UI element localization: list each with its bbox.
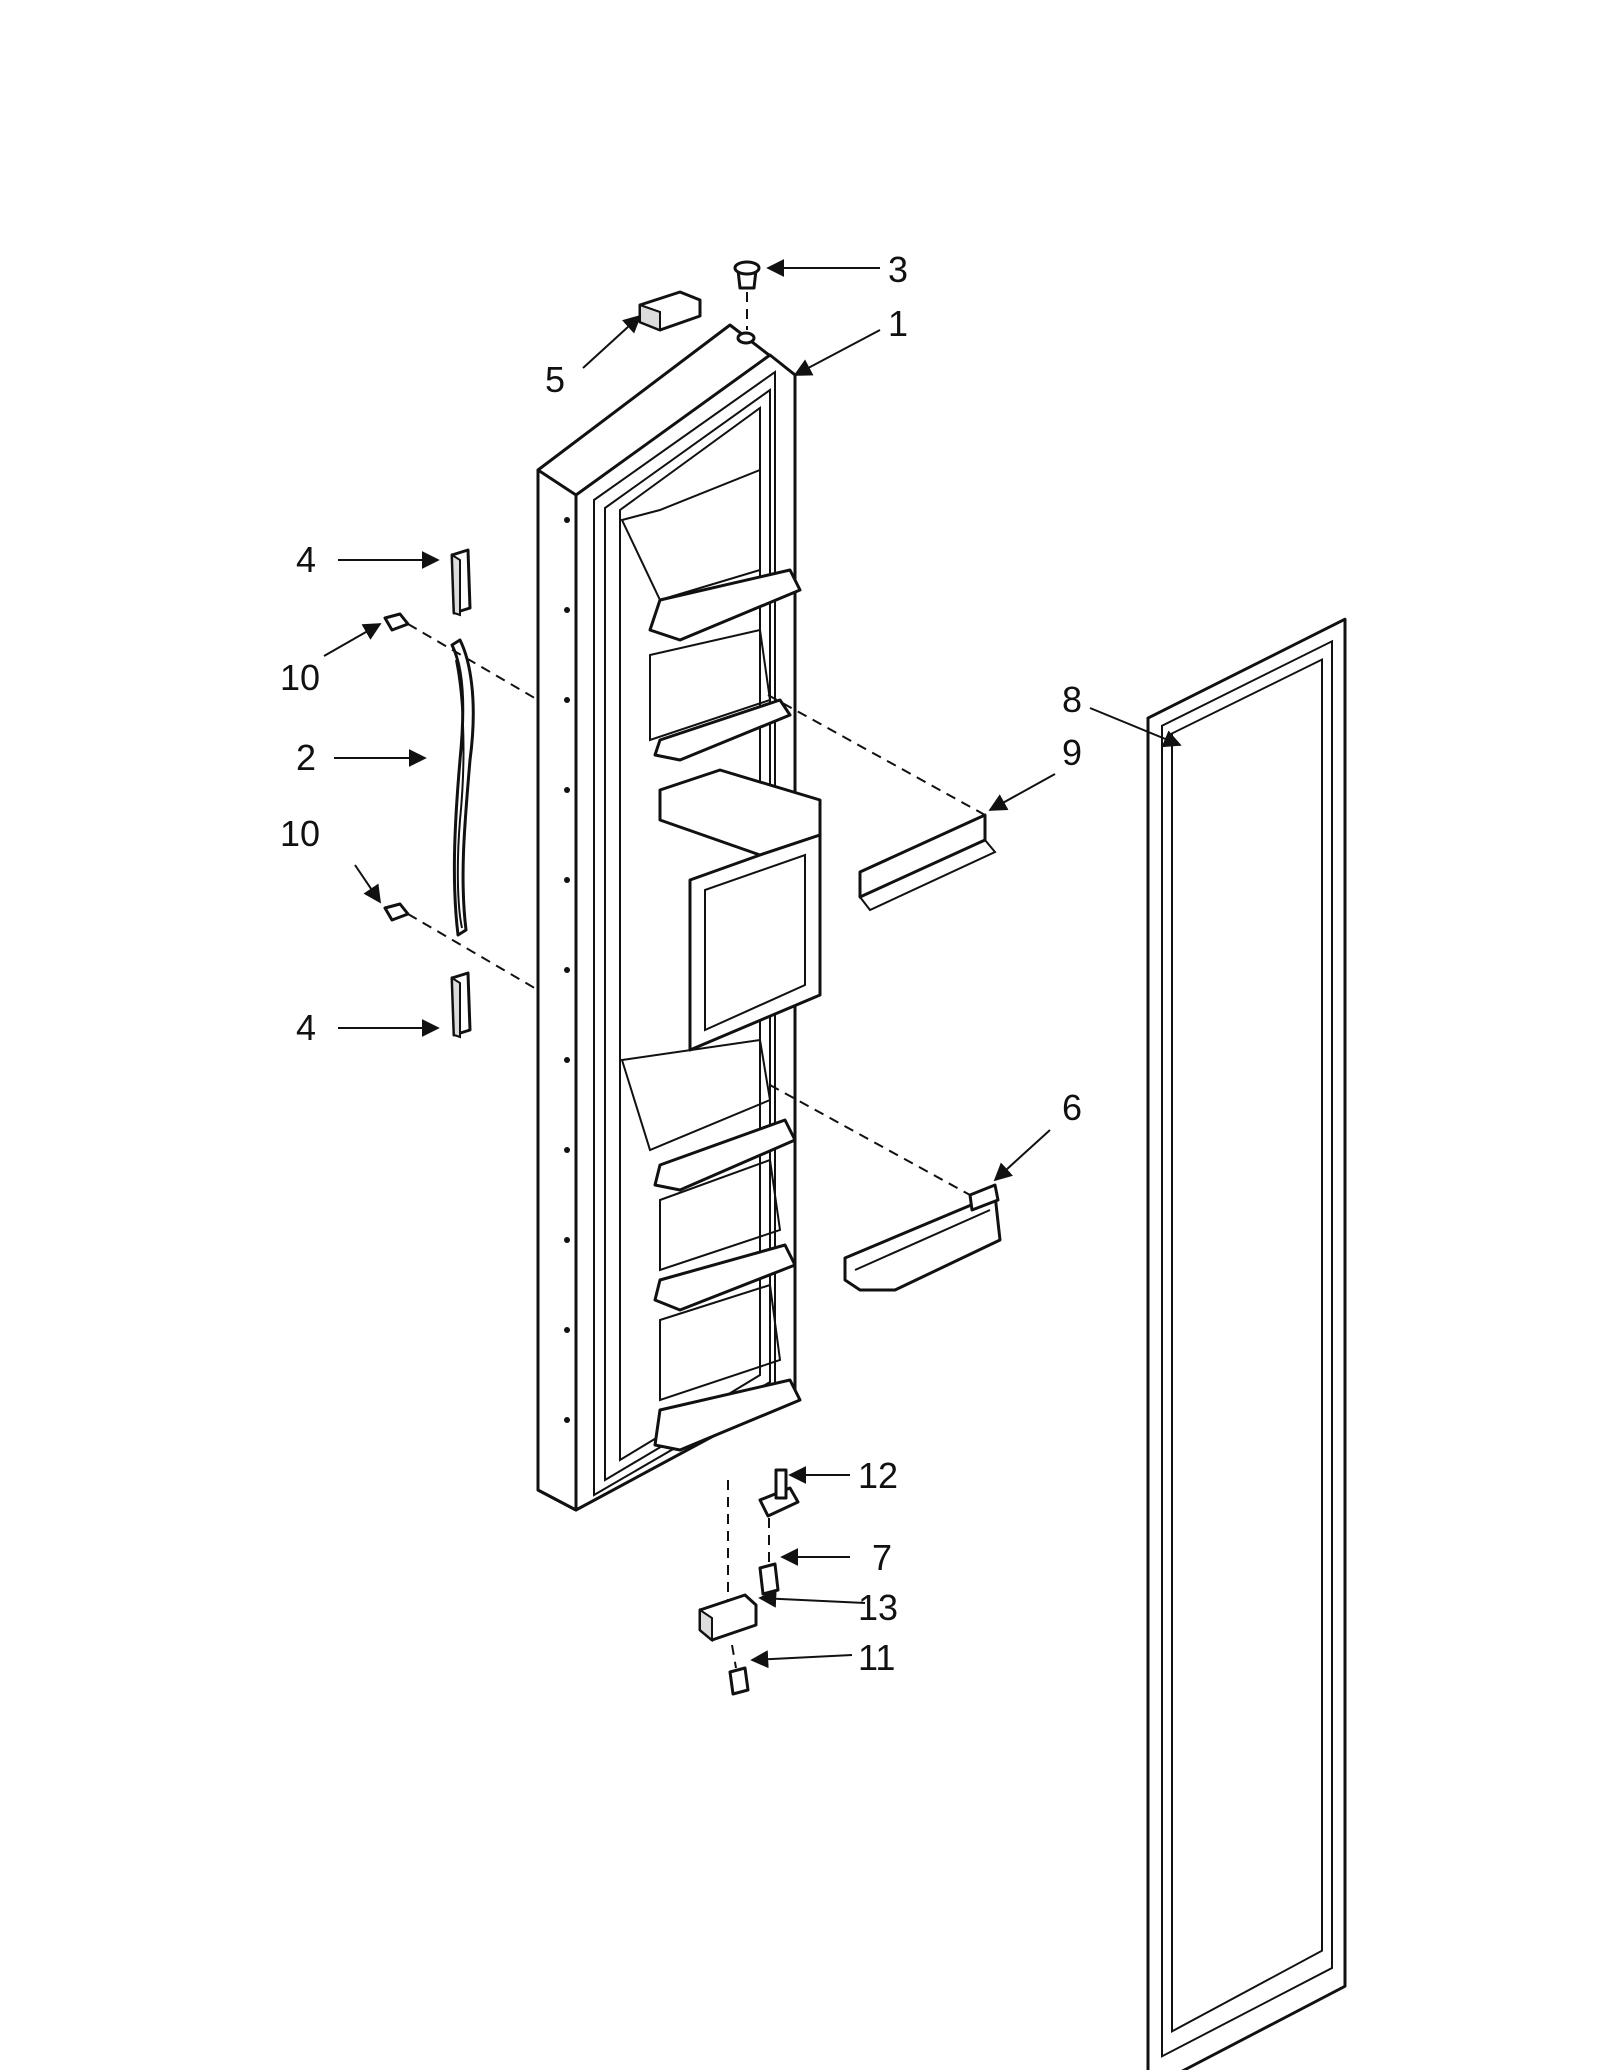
- callout-4-upper: 4: [296, 539, 316, 580]
- callout-7: 7: [872, 1537, 892, 1578]
- callout-6: 6: [1062, 1087, 1082, 1128]
- door-gasket-part: [1146, 617, 1347, 2070]
- callout-3: 3: [888, 249, 908, 290]
- dispenser-trim-part: [767, 694, 997, 912]
- hinge-plug-part: [733, 260, 761, 330]
- hinge-bracket-part: [698, 1480, 758, 1643]
- handle-end-cap-upper: [450, 548, 472, 617]
- door-side-holes: [564, 517, 570, 1423]
- callout-9: 9: [1062, 732, 1082, 773]
- callout-10-lower: 10: [280, 813, 320, 854]
- callout-5: 5: [545, 359, 565, 400]
- hinge-screw-11: [728, 1644, 750, 1696]
- door-handle-part: [450, 638, 475, 937]
- handle-screw-lower: [383, 902, 539, 991]
- door-bin-part: [769, 1084, 1002, 1292]
- callout-8: 8: [1062, 679, 1082, 720]
- hinge-screw-7: [758, 1562, 780, 1596]
- door-assembly: [536, 323, 822, 1512]
- handle-end-cap-lower: [450, 971, 472, 1039]
- callout-10-upper: 10: [280, 657, 320, 698]
- hinge-cover-part: [638, 290, 702, 332]
- callout-11: 11: [858, 1637, 895, 1678]
- callout-2: 2: [296, 737, 316, 778]
- callout-13: 13: [858, 1587, 898, 1628]
- callout-12: 12: [858, 1455, 898, 1496]
- callout-1: 1: [888, 303, 908, 344]
- callout-4-lower: 4: [296, 1007, 316, 1048]
- callout-labels: 3 1 5 4 10 2 10 4 8 9 6 12 7 13 11: [280, 249, 1082, 1678]
- leader-lines: [323, 259, 1182, 1669]
- handle-screw-upper: [383, 612, 539, 701]
- hinge-pin-part: [758, 1468, 800, 1565]
